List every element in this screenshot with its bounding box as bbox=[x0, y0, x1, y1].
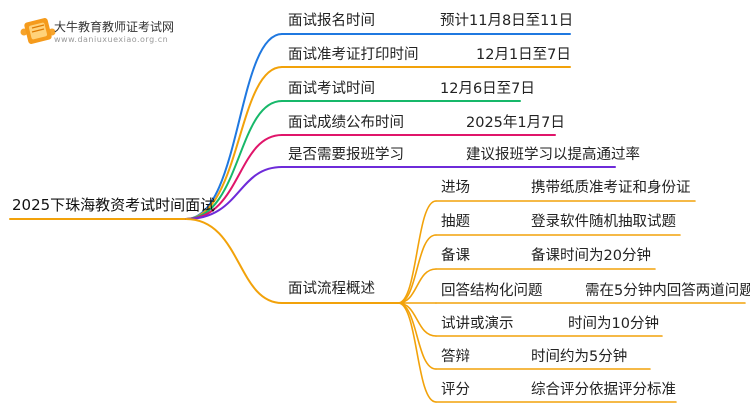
step-connector bbox=[397, 268, 437, 304]
branch-label: 面试考试时间 bbox=[288, 81, 375, 97]
step-detail: 综合评分依据评分标准 bbox=[531, 382, 676, 398]
branch-label: 面试报名时间 bbox=[288, 13, 375, 29]
branch-label: 面试流程概述 bbox=[288, 281, 375, 297]
step-detail: 携带纸质准考证和身份证 bbox=[531, 180, 691, 196]
step-label: 备课 bbox=[441, 248, 470, 264]
branch-value: 12月1日至7日 bbox=[476, 47, 571, 63]
branch-value: 预计11月8日至11日 bbox=[440, 13, 574, 29]
step-label: 试讲或演示 bbox=[441, 316, 514, 332]
step-label: 回答结构化问题 bbox=[441, 283, 543, 299]
branch-connector bbox=[185, 33, 283, 220]
branch-value: 12月6日至7日 bbox=[440, 81, 535, 97]
book-logo-icon bbox=[20, 18, 56, 44]
branch-label: 面试成绩公布时间 bbox=[288, 115, 404, 131]
step-connector bbox=[397, 302, 437, 403]
branch-value: 2025年1月7日 bbox=[466, 115, 565, 131]
branch-connector bbox=[185, 100, 283, 220]
step-label: 进场 bbox=[441, 180, 470, 196]
step-detail: 备课时间为20分钟 bbox=[531, 248, 651, 264]
step-label: 评分 bbox=[441, 382, 470, 398]
root-topic: 2025下珠海教资考试时间面试 bbox=[12, 196, 216, 214]
step-connector bbox=[397, 200, 437, 304]
brand-url: www.daniuxuexiao.org.cn bbox=[54, 35, 169, 44]
branch-label: 面试准考证打印时间 bbox=[288, 47, 419, 63]
branch-value: 建议报班学习以提高通过率 bbox=[466, 147, 640, 163]
branch-connector bbox=[185, 166, 283, 220]
step-detail: 时间为10分钟 bbox=[568, 316, 659, 332]
step-connector bbox=[397, 234, 437, 304]
step-label: 答辩 bbox=[441, 349, 470, 365]
brand-name: 大牛教育教师证考试网 bbox=[54, 20, 175, 34]
step-connector bbox=[397, 302, 437, 370]
step-detail: 时间约为5分钟 bbox=[531, 349, 628, 365]
step-label: 抽题 bbox=[441, 214, 470, 230]
branch-label: 是否需要报班学习 bbox=[288, 147, 404, 163]
branch-connector bbox=[185, 218, 283, 304]
branch-connector bbox=[185, 134, 283, 220]
branch-connector bbox=[185, 66, 283, 220]
step-detail: 登录软件随机抽取试题 bbox=[531, 214, 676, 230]
step-connector bbox=[397, 302, 437, 337]
step-detail: 需在5分钟内回答两道问题 bbox=[585, 283, 750, 299]
